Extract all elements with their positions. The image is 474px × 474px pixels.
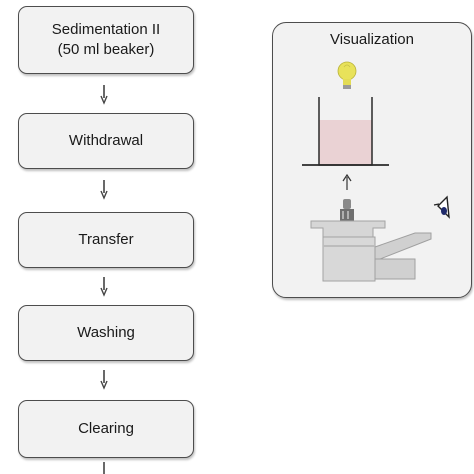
flow-arrow-1 <box>100 85 108 105</box>
step-sedimentation-line2: (50 ml beaker) <box>57 41 155 58</box>
flow-arrow-4 <box>100 370 108 390</box>
step-clearing-label: Clearing <box>78 420 134 437</box>
eye-icon <box>433 195 450 219</box>
flow-arrow-2 <box>100 180 108 200</box>
step-transfer-label: Transfer <box>78 231 134 248</box>
step-washing: Washing <box>18 305 194 361</box>
step-clearing: Clearing <box>18 400 194 458</box>
flow-arrow-3 <box>100 277 108 297</box>
beaker-icon <box>302 97 389 166</box>
microscope-icon <box>310 199 432 282</box>
visualization-illustration <box>302 61 450 282</box>
step-washing-label: Washing <box>77 324 135 341</box>
up-arrow-icon <box>342 173 352 190</box>
step-sedimentation-line1: Sedimentation II <box>51 21 161 38</box>
step-withdrawal-label: Withdrawal <box>68 132 144 149</box>
light-bulb-icon <box>337 61 357 89</box>
flow-arrow-5 <box>103 462 105 474</box>
step-withdrawal: Withdrawal <box>18 113 194 169</box>
visualization-panel: Visualization <box>272 22 472 298</box>
visualization-title: Visualization <box>330 31 414 48</box>
step-transfer: Transfer <box>18 212 194 268</box>
step-sedimentation: Sedimentation II (50 ml beaker) <box>18 6 194 74</box>
